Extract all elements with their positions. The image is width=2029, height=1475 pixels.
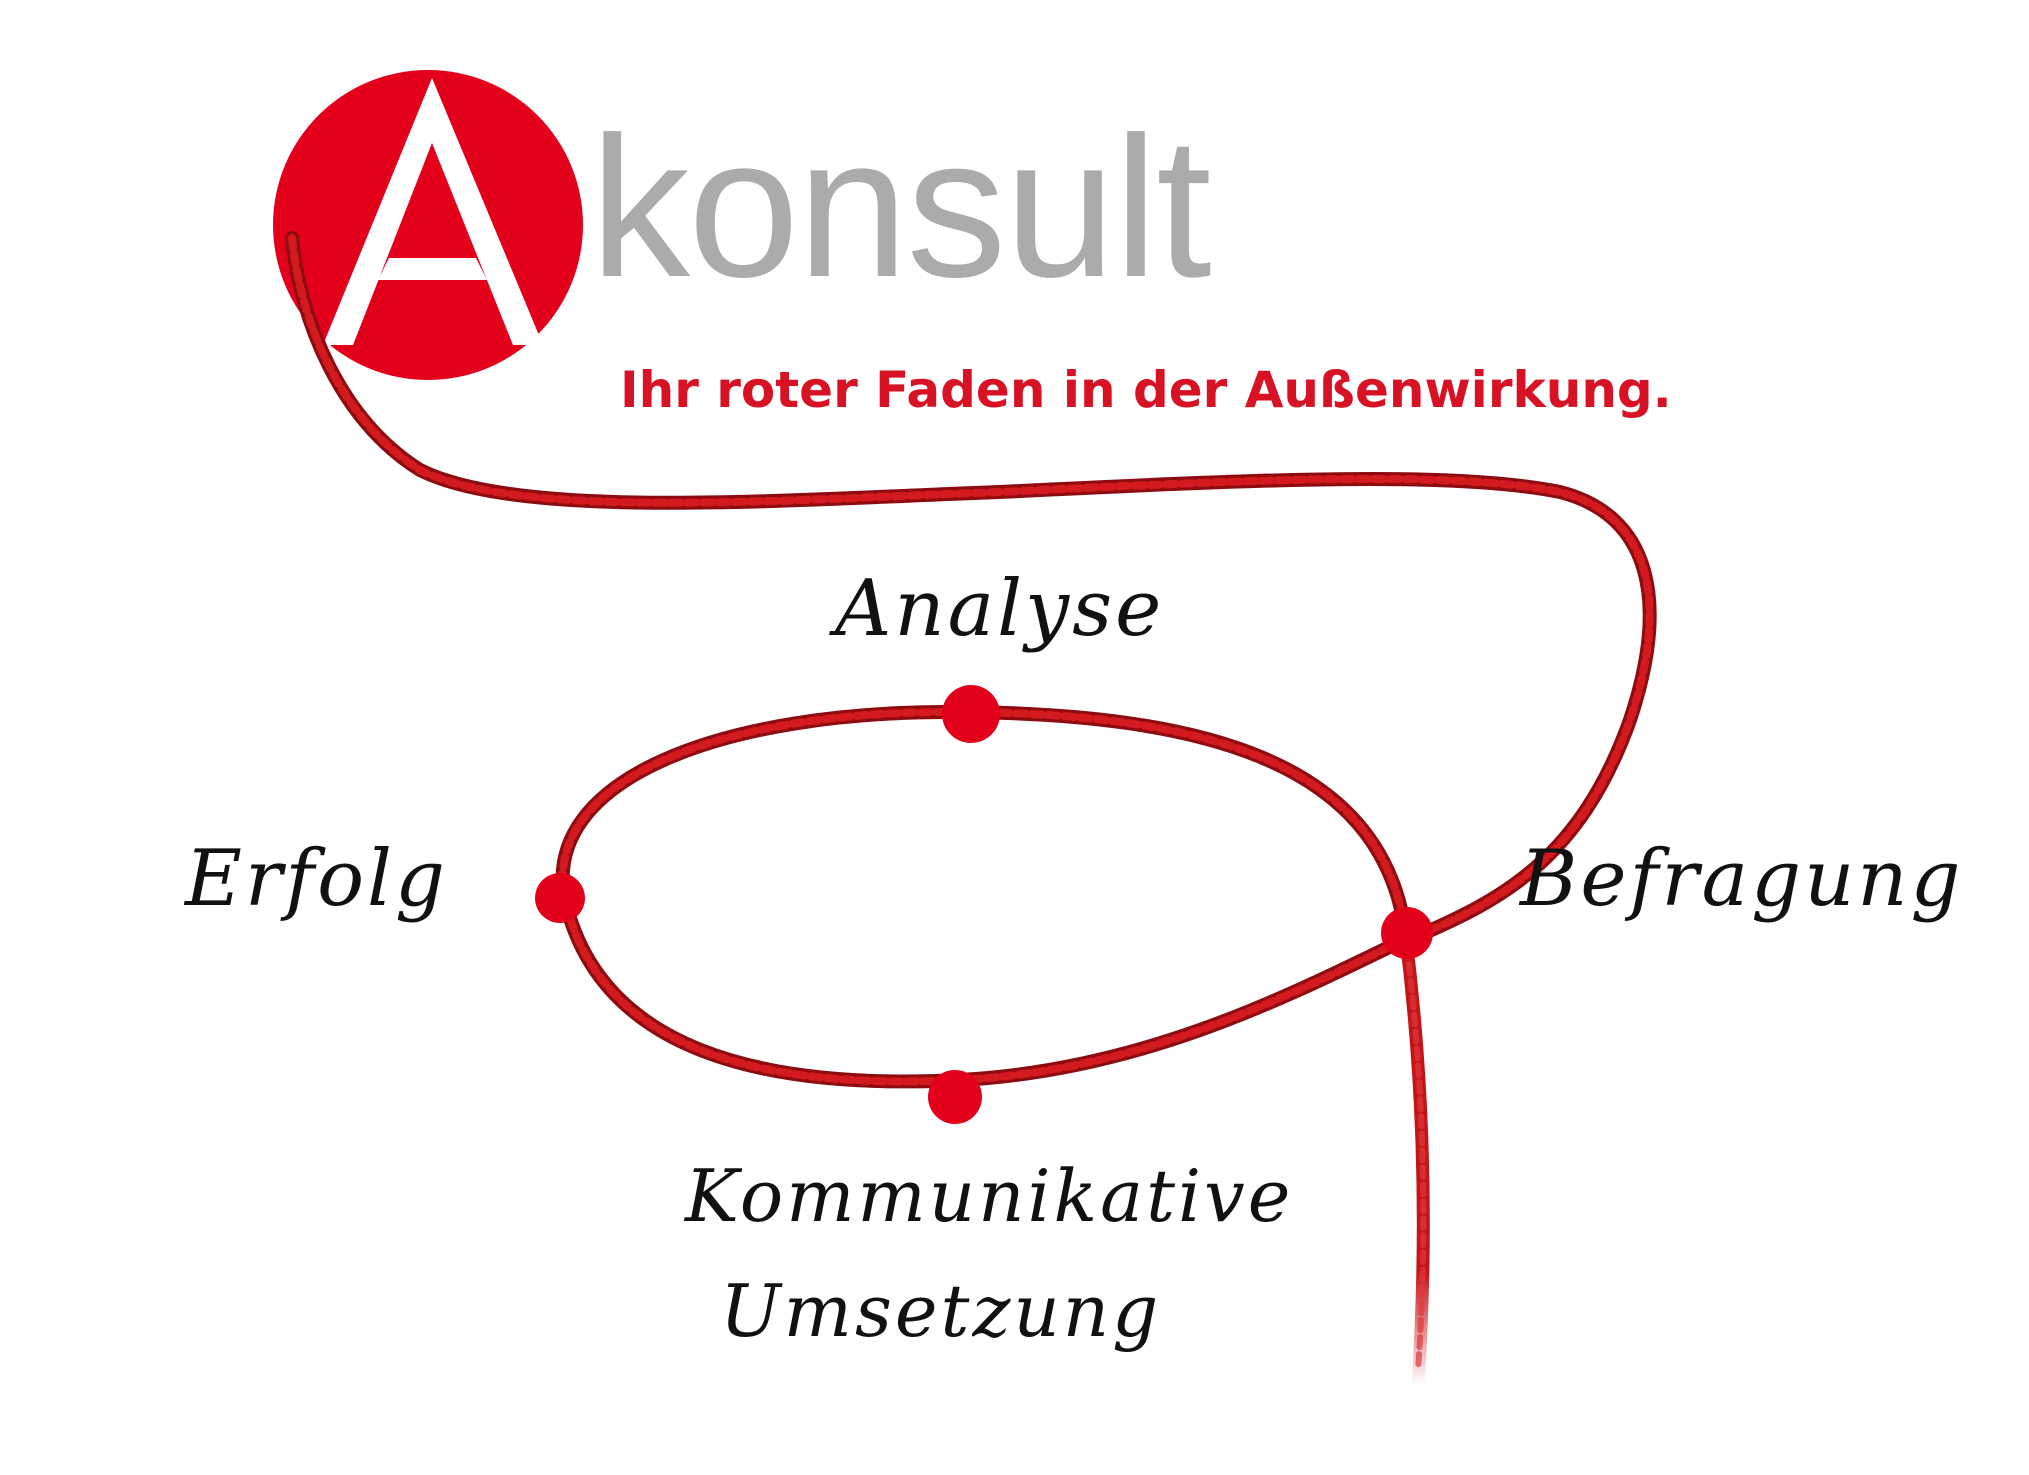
logo-mark — [273, 70, 583, 380]
label-analyse: Analyse — [835, 564, 1165, 654]
dot-erfolg — [535, 873, 585, 923]
label-kommunikative: Kommunikative — [685, 1154, 1294, 1238]
label-umsetzung: Umsetzung — [720, 1269, 1162, 1353]
label-erfolg: Erfolg — [185, 834, 448, 924]
dot-kommunikative-umsetzung — [928, 1070, 982, 1124]
brand-tagline: Ihr roter Faden in der Außenwirkung. — [620, 361, 1672, 419]
dot-befragung — [1381, 907, 1433, 959]
dot-analyse — [942, 685, 1000, 743]
logo-letter-a-bar — [378, 258, 487, 280]
label-befragung: Befragung — [1520, 834, 1964, 924]
logo-letter-a — [323, 78, 543, 345]
brand-wordmark: konsult — [590, 96, 1212, 319]
